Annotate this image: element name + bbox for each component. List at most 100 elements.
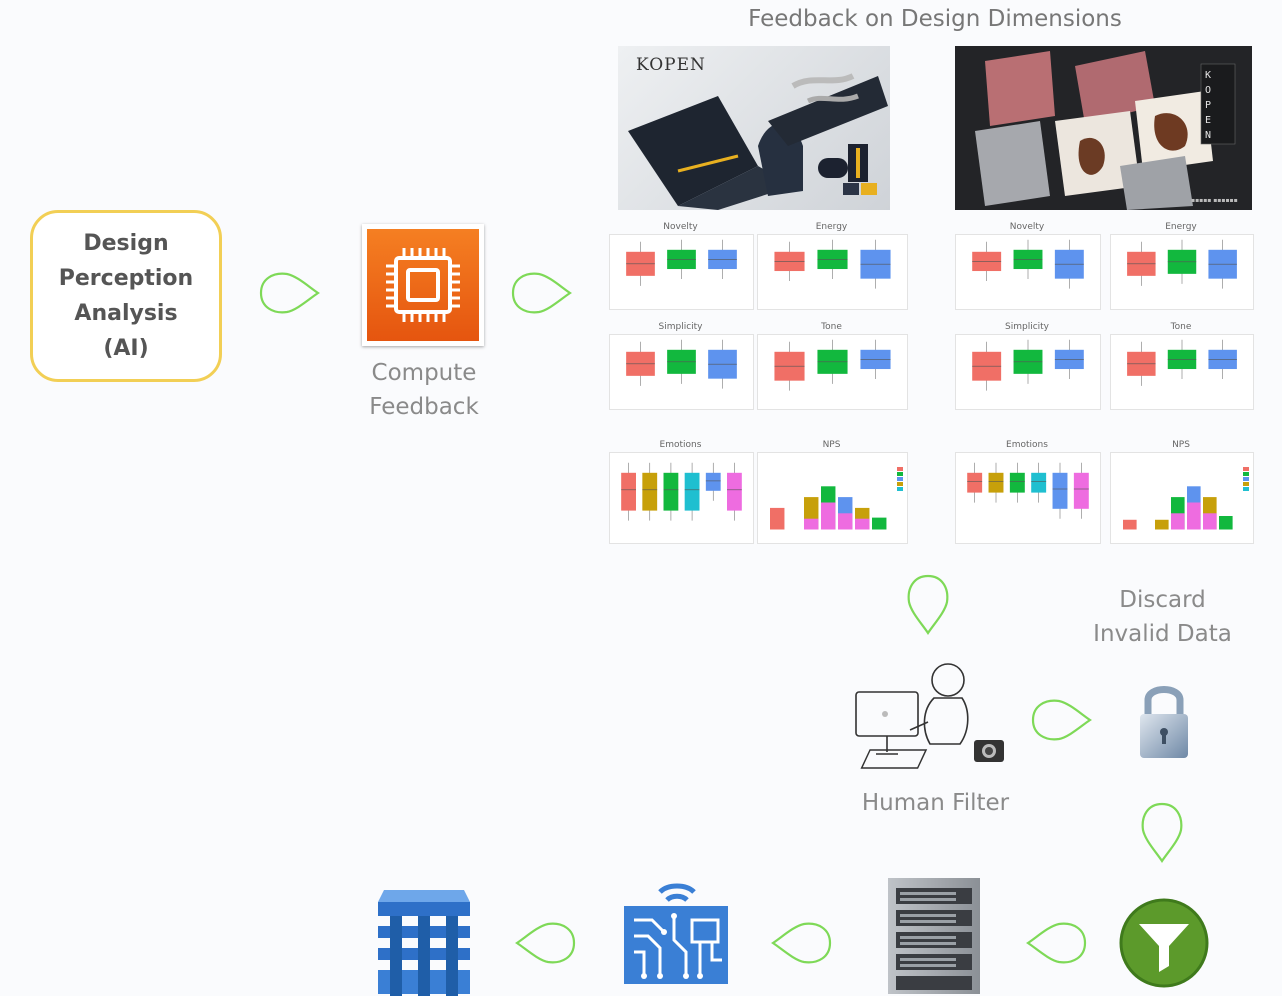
box-mark — [774, 251, 805, 272]
chart-svg — [770, 467, 903, 530]
box-mark — [774, 351, 805, 381]
legend-swatch — [897, 477, 903, 481]
chart-panel — [1110, 234, 1254, 310]
box-mark — [727, 472, 742, 511]
box-mark — [860, 349, 891, 370]
histogram-bar — [838, 497, 853, 530]
svg-text:▪▪▪▪▪ ▪▪▪▪▪▪: ▪▪▪▪▪ ▪▪▪▪▪▪ — [1191, 197, 1238, 204]
chart-svg — [626, 339, 737, 389]
legend-swatch — [897, 467, 903, 471]
person-computer-icon — [855, 663, 1004, 769]
box-mark — [972, 351, 1002, 381]
box-mark — [1127, 251, 1156, 276]
histogram-bar — [770, 507, 785, 530]
box-mark — [626, 351, 655, 376]
box-mark — [1052, 472, 1068, 509]
histogram-bar — [1171, 497, 1185, 530]
histogram-bar — [1187, 486, 1201, 530]
chart-panel — [757, 234, 908, 310]
chart-panel — [955, 452, 1101, 544]
photo-brand: KOPEN — [636, 55, 706, 75]
histogram-bar — [821, 502, 836, 530]
box-mark — [1208, 249, 1237, 279]
histogram-bar — [804, 497, 819, 530]
photo-brand-vertical: K O P E N — [1205, 68, 1219, 143]
azure-cube-icon — [378, 890, 470, 996]
box-mark — [1073, 472, 1089, 509]
legend-swatch — [1243, 487, 1249, 491]
chart-panel — [757, 452, 908, 544]
padlock-icon — [1140, 686, 1188, 758]
droplet-arrow-icon — [771, 922, 832, 964]
discard-label: Discard Invalid Data — [1070, 583, 1255, 651]
histogram-bar — [821, 486, 836, 530]
chart-panel — [955, 334, 1101, 410]
histogram-bar — [872, 517, 887, 530]
compute-label-line: Compute — [371, 360, 477, 386]
box-mark — [621, 472, 636, 511]
droplet-arrow-icon — [511, 272, 572, 314]
box-mark — [684, 472, 700, 511]
chart-svg — [1123, 467, 1249, 530]
box-mark — [1167, 349, 1197, 370]
chart-title: Novelty — [1009, 222, 1045, 232]
chart-title: Simplicity — [658, 322, 703, 332]
box-mark — [705, 472, 721, 491]
box-mark — [817, 249, 848, 270]
box-mark — [1031, 472, 1047, 493]
compute-node — [362, 224, 484, 346]
legend-swatch — [1243, 467, 1249, 471]
brand-letter: P — [1205, 100, 1212, 111]
droplet-arrow-icon — [1026, 922, 1087, 964]
chart-panel — [609, 452, 754, 544]
chart-title: NPS — [822, 440, 841, 450]
histogram-bar — [1203, 513, 1217, 530]
circuit-board-icon — [624, 883, 728, 984]
product-photo-right: ▪▪▪▪▪ ▪▪▪▪▪▪ K O P E N — [955, 46, 1252, 210]
box-mark — [708, 349, 737, 379]
box-mark — [667, 349, 696, 374]
server-rack-icon — [888, 878, 980, 994]
chart-svg — [967, 462, 1089, 519]
droplet-arrow-icon — [515, 922, 576, 964]
histogram-bar — [838, 513, 853, 530]
box-mark — [667, 249, 696, 270]
legend-swatch — [897, 472, 903, 476]
chart-title: Emotions — [1006, 440, 1048, 450]
diagram-title: Feedback on Design Dimensions — [748, 6, 1122, 32]
chart-svg — [1127, 339, 1237, 386]
analysis-label-line: Design — [83, 231, 169, 256]
chart-panel — [955, 234, 1101, 310]
legend-swatch — [897, 487, 903, 491]
analysis-node: Design Perception Analysis (AI) — [30, 210, 222, 382]
chart-title: NPS — [1172, 440, 1190, 450]
histogram-bar — [1187, 502, 1201, 530]
histogram-bar — [855, 507, 870, 530]
compute-label: Compute Feedback — [338, 356, 510, 424]
box-mark — [1013, 349, 1043, 374]
brand-letter: K — [1205, 70, 1212, 81]
histogram-bar — [1219, 516, 1233, 530]
box-mark — [1127, 351, 1156, 376]
chart-svg — [621, 462, 742, 521]
histogram-bar — [1171, 513, 1185, 530]
droplet-arrow-icon — [907, 574, 949, 635]
box-mark — [972, 251, 1002, 272]
chart-title: Energy — [815, 222, 848, 232]
box-mark — [1054, 349, 1084, 370]
box-mark — [1009, 472, 1025, 493]
histogram-bar — [804, 518, 819, 530]
box-mark — [1054, 249, 1084, 279]
histogram-bar — [1123, 519, 1137, 530]
product-photo-left: KOPEN — [618, 46, 890, 210]
box-mark — [626, 251, 655, 276]
chart-title: Simplicity — [1005, 322, 1049, 332]
chart-title: Tone — [821, 322, 842, 332]
box-mark — [860, 249, 891, 279]
histogram-bar — [1155, 519, 1169, 530]
chart-svg — [774, 239, 891, 289]
filter-icon — [1119, 898, 1209, 988]
box-mark — [663, 472, 679, 511]
box-mark — [642, 472, 658, 511]
human-filter-label: Human Filter — [861, 790, 1010, 816]
